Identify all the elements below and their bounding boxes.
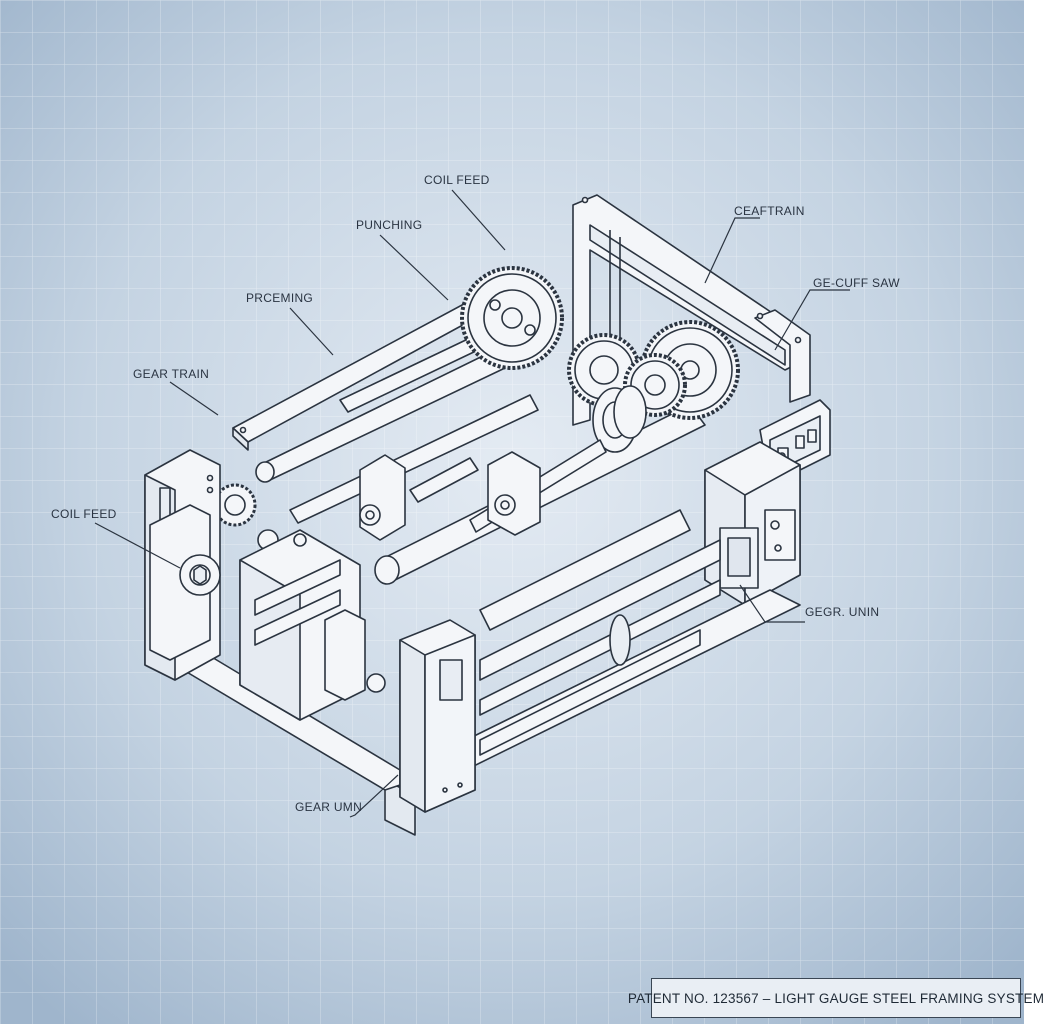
leader-ge-cuff-saw (774, 289, 850, 351)
main-housing (704, 441, 801, 606)
callout-ge-cuff-saw: GE-CUFF SAW (813, 276, 900, 290)
leader-coil-feed-left (94, 522, 181, 569)
front-upright (399, 619, 476, 813)
callout-coil-feed-left: COIL FEED (51, 507, 117, 521)
leader-coil-feed-top (451, 189, 506, 251)
patent-title-block: PATENT NO. 123567 – LIGHT GAUGE STEEL FR… (628, 978, 1044, 1018)
machine-drawing (144, 194, 831, 836)
left-frame (144, 449, 221, 681)
callout-preming: PRCEMING (246, 291, 314, 305)
leader-punching-top (379, 234, 449, 301)
leader-lines (94, 189, 850, 818)
callout-gear-train-left: GEAR TRAIN (133, 367, 210, 381)
leader-gear-umn (349, 774, 399, 818)
leader-gegr-unin (739, 584, 805, 623)
callout-coil-feed-top: COIL FEED (424, 173, 490, 187)
large-gear-top (460, 266, 564, 370)
patent-title-text: PATENT NO. 123567 – LIGHT GAUGE STEEL FR… (627, 990, 1044, 1006)
callout-gegr-unin: GEGR. UNIN (805, 605, 880, 619)
bearing-disc (592, 385, 647, 453)
left-carriage (239, 529, 386, 721)
center-blocks (359, 451, 541, 541)
callout-ceaftrain: CEAFTRAIN (734, 204, 805, 218)
leader-preming (289, 307, 334, 356)
base-rails (179, 539, 801, 836)
callout-punching-top: PUNCHING (356, 218, 423, 232)
leader-ceaftrain (704, 217, 760, 284)
leader-gear-train-left (169, 381, 219, 416)
back-frame (572, 194, 811, 426)
callout-gear-umn: GEAR UMN (295, 800, 363, 814)
